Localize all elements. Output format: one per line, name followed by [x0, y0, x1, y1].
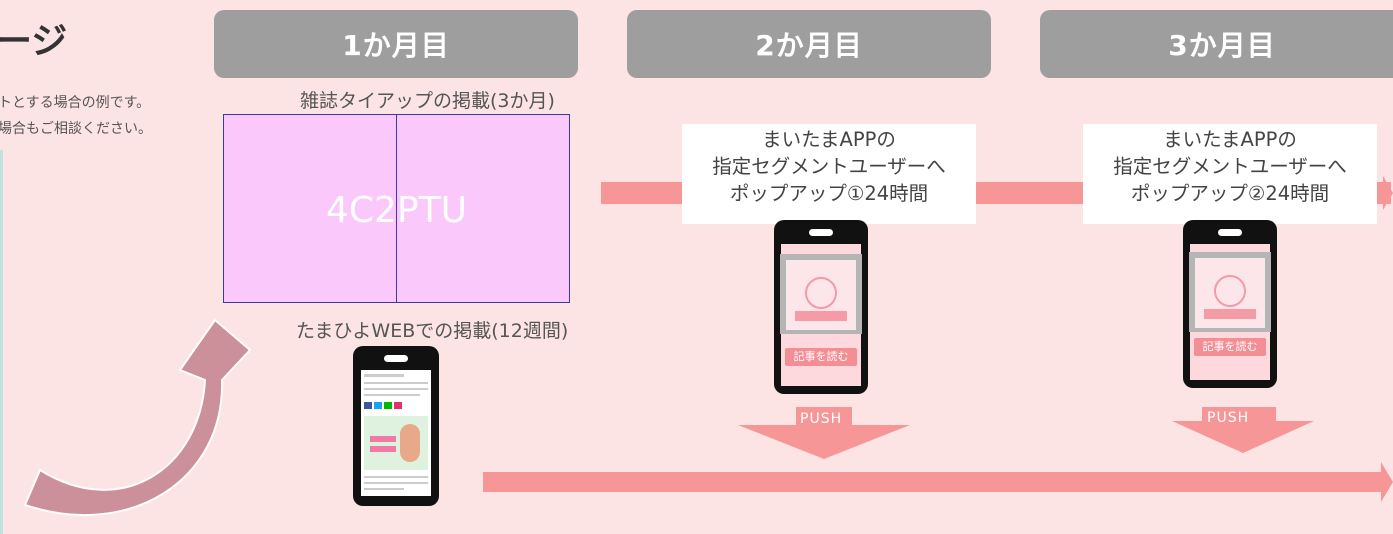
push-label-1: PUSH [800, 411, 843, 427]
push-arrow-1 [738, 407, 910, 459]
popup-description-2: まいたまAPPの 指定セグメントユーザーへ ポップアップ②24時間 [1083, 124, 1377, 224]
popup-illustration-1 [786, 260, 856, 330]
teal-panel-edge [0, 150, 3, 534]
read-article-button-2[interactable]: 記事を読む [1194, 338, 1266, 356]
web-phone [353, 346, 439, 506]
web-article-screen [361, 370, 431, 496]
magazine-spine [396, 114, 397, 303]
app-phone-1: 記事を読む [774, 220, 868, 394]
popup-illustration-2 [1195, 258, 1265, 328]
note-line-1: トとする場合の例です。 [0, 95, 151, 111]
phone-notch [1218, 229, 1242, 236]
popup-2-line-3: ポップアップ②24時間 [1130, 182, 1330, 205]
lower-flow-arrow [483, 462, 1393, 502]
popup-1-line-2: 指定セグメントユーザーへ [712, 155, 946, 178]
popup-2-line-1: まいたまAPPの [1163, 128, 1297, 151]
curved-arrow [23, 318, 252, 516]
page-title-fragment: ージ [0, 21, 68, 62]
popup-description-1: まいたまAPPの 指定セグメントユーザーへ ポップアップ①24時間 [682, 124, 976, 224]
push-arrow-2 [1172, 407, 1314, 453]
popup-1-line-3: ポップアップ①24時間 [729, 182, 929, 205]
month-tab-2: 2か月目 [627, 10, 991, 78]
share-icon [374, 402, 382, 409]
share-icon [364, 402, 372, 409]
popup-1-line-1: まいたまAPPの [762, 128, 896, 151]
app-popup-card-1 [780, 254, 862, 334]
web-caption: たまひよWEBでの掲載(12週間) [296, 320, 569, 342]
month-tab-1: 1か月目 [214, 10, 578, 78]
app-screen-2: 記事を読む [1189, 244, 1271, 380]
read-article-button-1[interactable]: 記事を読む [785, 348, 857, 366]
share-icon [394, 402, 402, 409]
article-image [364, 416, 428, 470]
app-phone-2: 記事を読む [1183, 220, 1277, 388]
magazine-caption: 雑誌タイアップの掲載(3か月) [300, 90, 555, 112]
app-screen-1: 記事を読む [780, 244, 862, 386]
month-tab-3: 3か月目 [1040, 10, 1393, 78]
push-label-2: PUSH [1207, 410, 1250, 426]
phone-notch [809, 229, 833, 236]
popup-2-line-2: 指定セグメントユーザーへ [1113, 155, 1347, 178]
share-icon [384, 402, 392, 409]
note-line-2: 場合もご相談ください。 [0, 121, 152, 137]
magazine-label: 4C2PTU [326, 190, 467, 231]
phone-notch [384, 355, 408, 362]
app-popup-card-2 [1189, 252, 1271, 332]
